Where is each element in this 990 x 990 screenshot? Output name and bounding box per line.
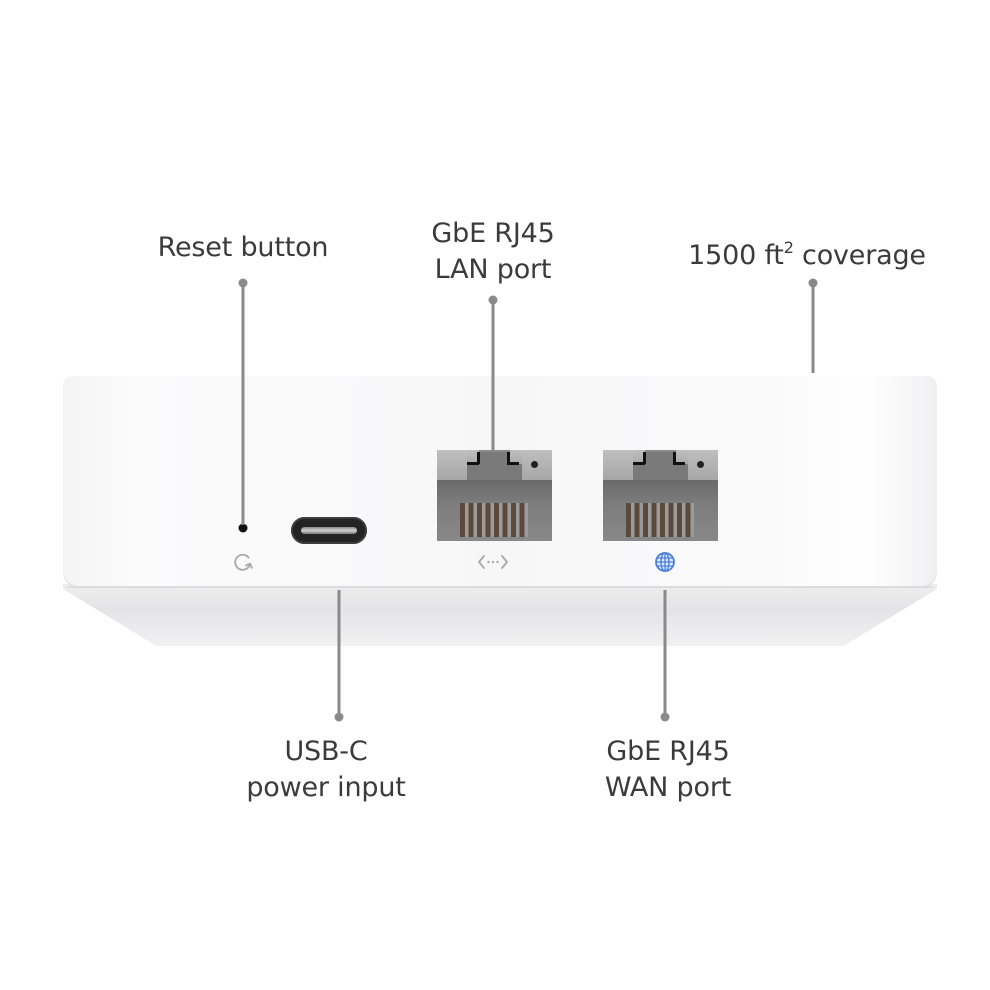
globe-icon <box>655 552 675 572</box>
wan-label-line1: GbE RJ45 <box>606 736 730 767</box>
wan-leader-line <box>663 590 667 718</box>
port-latch-step-left <box>633 450 645 464</box>
reset-label-text: Reset button <box>157 232 329 263</box>
lan-label-line1: GbE RJ45 <box>431 218 555 249</box>
reset-pinhole[interactable] <box>238 523 248 533</box>
port-latch-step-right <box>676 450 688 464</box>
coverage-rest: coverage <box>793 240 926 271</box>
reset-button-label: Reset button <box>158 230 329 266</box>
port-edge <box>673 462 685 465</box>
wan-port-led <box>697 461 704 468</box>
port-edge <box>643 452 646 464</box>
lan-port-label: GbE RJ45 LAN port <box>431 216 554 288</box>
coverage-superscript: 2 <box>783 238 794 257</box>
coverage-number: 1500 ft <box>688 240 784 271</box>
lan-port-pins <box>460 503 528 537</box>
wan-port-label: GbE RJ45 WAN port <box>605 734 731 806</box>
lan-label-line2: LAN port <box>434 254 552 285</box>
port-edge <box>633 462 645 465</box>
port-edge <box>507 462 519 465</box>
port-latch-step-right <box>510 450 522 464</box>
wan-port-pins <box>626 503 694 537</box>
refresh-icon <box>234 553 253 571</box>
port-latch-step-left <box>467 450 479 464</box>
port-edge <box>467 462 479 465</box>
wan-port[interactable] <box>603 450 718 541</box>
port-edge <box>673 452 676 464</box>
wan-label-line2: WAN port <box>604 772 732 803</box>
usbc-leader-line <box>337 590 341 718</box>
usbc-port[interactable] <box>291 517 367 544</box>
usbc-label: USB-C power input <box>246 734 405 806</box>
usbc-label-line1: USB-C <box>284 736 368 767</box>
device-bevel <box>63 584 937 646</box>
wan-leader-dot <box>660 712 670 722</box>
lan-leader-dot <box>488 295 498 305</box>
coverage-label: 1500 ft2 coverage <box>688 230 926 274</box>
port-edge <box>477 452 480 464</box>
reset-leader-line <box>241 283 245 525</box>
port-latch-left <box>603 450 633 480</box>
coverage-leader-line <box>811 283 815 373</box>
usbc-leader-dot <box>334 712 344 722</box>
lan-arrows-icon <box>478 555 508 569</box>
usbc-label-line2: power input <box>246 772 406 803</box>
device-seam <box>67 586 933 588</box>
port-edge <box>507 452 510 464</box>
lan-port-led <box>531 461 538 468</box>
lan-leader-line <box>491 300 495 451</box>
reset-leader-dot <box>238 278 248 288</box>
coverage-leader-dot <box>808 278 818 288</box>
lan-port[interactable] <box>437 450 552 541</box>
port-latch-left <box>437 450 467 480</box>
